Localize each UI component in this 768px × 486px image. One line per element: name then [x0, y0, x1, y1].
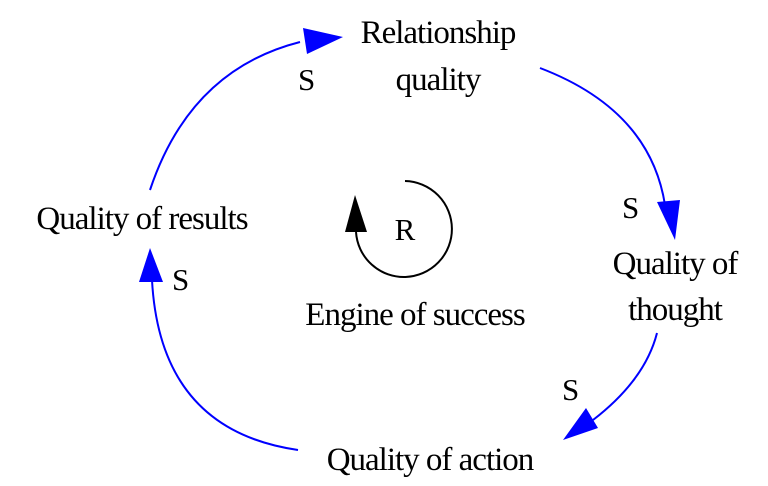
polarity-label: S: [562, 372, 579, 407]
link-line: [149, 41, 301, 191]
node-quality-of-results: Quality of results: [36, 201, 248, 237]
node-label-line: Relationship: [361, 15, 516, 51]
link-action-to-results: S: [139, 248, 299, 451]
node-label-line: quality: [396, 62, 482, 98]
link-line: [592, 332, 658, 421]
arrowhead-icon: [303, 28, 343, 54]
arrowhead-icon: [657, 200, 680, 240]
loop-name-label: Engine of success: [305, 297, 525, 333]
node-label-line: Quality of action: [327, 442, 534, 478]
arrowhead-icon: [139, 248, 163, 282]
loop-arc: [355, 180, 453, 278]
arrowhead-icon: [563, 408, 598, 440]
polarity-label: S: [298, 62, 315, 97]
node-quality-of-action: Quality of action: [327, 442, 535, 478]
polarity-label: S: [622, 190, 639, 225]
loop-type-label: R: [395, 212, 416, 247]
loop-arrow-icon: [345, 195, 367, 232]
link-thought-to-action: S: [562, 332, 658, 440]
link-results-to-relationship: S: [149, 28, 343, 191]
link-line: [151, 279, 299, 451]
node-label-line: Quality of results: [36, 201, 247, 237]
polarity-label: S: [172, 262, 189, 297]
node-relationship-quality: Relationship quality: [361, 15, 517, 98]
node-label-line: Quality of: [613, 246, 739, 282]
node-quality-of-thought: Quality of thought: [613, 246, 740, 328]
loop-indicator: R Engine of success: [305, 180, 526, 333]
node-label-line: thought: [628, 292, 723, 328]
link-line: [539, 67, 666, 206]
link-relationship-to-thought: S: [539, 67, 680, 240]
